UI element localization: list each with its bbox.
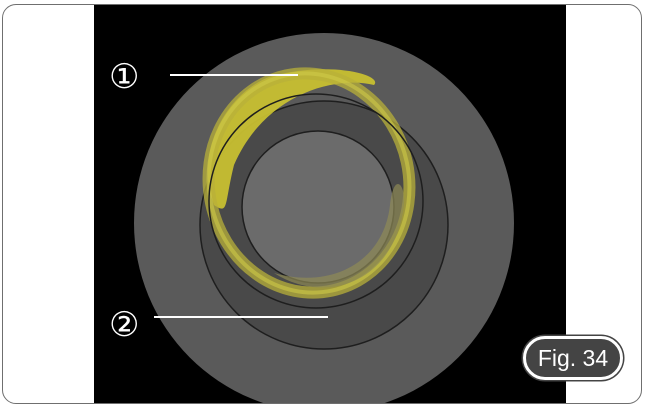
microscope-view: ① ②: [94, 5, 566, 403]
callout-1: ①: [109, 60, 139, 94]
phase-contrast-diagram: [94, 5, 566, 403]
figure-label: Fig. 34: [523, 336, 623, 380]
callout-2: ②: [109, 308, 139, 342]
